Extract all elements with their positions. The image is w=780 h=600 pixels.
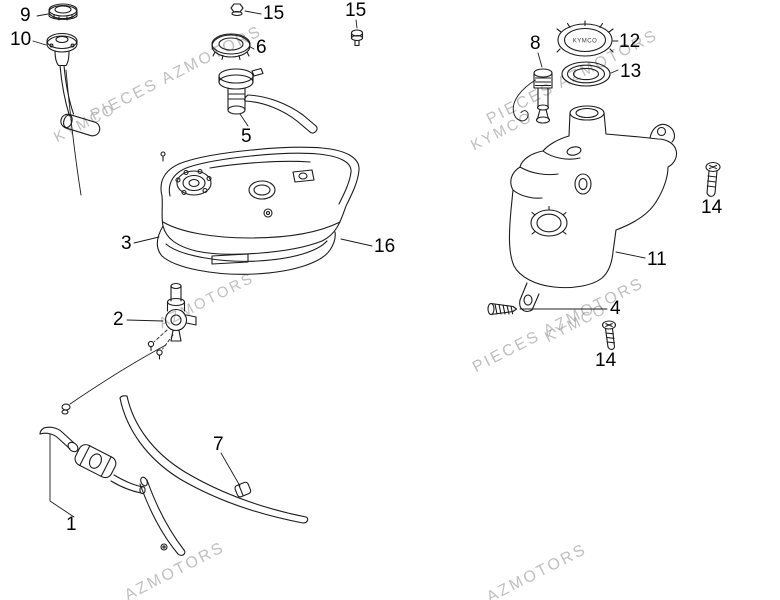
part-number-label: 7	[213, 434, 224, 455]
nut-drawing	[230, 3, 244, 17]
part-number-label: 13	[620, 61, 642, 82]
part-number-label: 3	[121, 233, 132, 254]
cap-brand-text: KYMCO	[573, 39, 598, 45]
seal-ring-drawing	[561, 61, 611, 87]
part-number-label: 9	[20, 5, 31, 26]
part-number-label: 14	[701, 197, 723, 218]
part-number-label: 12	[619, 31, 641, 52]
oil-tank-drawing	[508, 105, 678, 312]
part-number-label: 1	[66, 514, 77, 535]
part-number-label: 14	[595, 350, 617, 371]
bolt-drawing	[601, 320, 617, 350]
part-number-label: 10	[10, 29, 32, 50]
part-number-label: 11	[647, 249, 667, 270]
oil-sensor-drawing	[512, 68, 553, 124]
part-number-label: 5	[241, 126, 252, 147]
fuel-sender-drawing	[46, 32, 101, 196]
part-number-label: 2	[113, 309, 124, 330]
part-number-label: 16	[374, 236, 396, 257]
part-number-label: 15	[345, 0, 367, 21]
part-number-label: 4	[610, 298, 621, 319]
oil-cap-drawing	[556, 20, 614, 57]
nut-drawing	[350, 29, 364, 47]
screw-drawing	[487, 302, 518, 316]
part-number-label: 6	[256, 37, 267, 58]
fuel-filter-drawing	[39, 426, 146, 495]
leader-lines	[32, 10, 646, 518]
filler-cap-drawing	[211, 33, 251, 61]
filler-neck-drawing	[218, 67, 318, 134]
fuel-gauge-cap-drawing	[48, 3, 78, 21]
fuel-hose-drawing	[119, 395, 309, 556]
bolt-drawing	[705, 161, 721, 197]
part-number-label: 8	[530, 33, 541, 54]
petcock-drawing	[61, 282, 197, 415]
fuel-tank-drawing	[156, 146, 360, 275]
part-number-label: 15	[263, 3, 285, 24]
